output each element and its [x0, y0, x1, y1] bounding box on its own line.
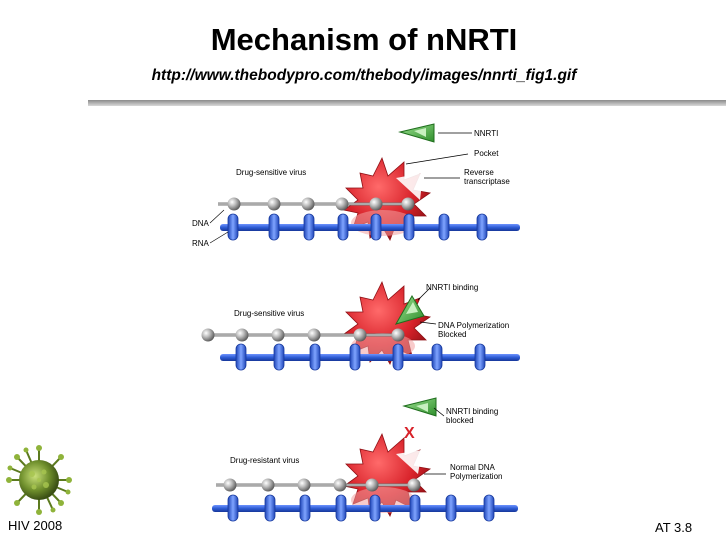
- dna-strand-beads: [201, 328, 405, 342]
- rna-strand: [212, 494, 518, 522]
- dna-strand-beads: [227, 197, 415, 211]
- nnrti-drug-icon: [398, 123, 435, 143]
- nnrti-mechanism-diagram: Drug-sensitive virus DNA RNA: [192, 123, 520, 522]
- panel-drug-sensitive-bound: Drug-sensitive virus NNRTI binding DNA P…: [201, 280, 520, 371]
- callout-nnrti-binding: NNRTI binding: [426, 283, 478, 292]
- slide-subtitle-url: http://www.thebodypro.com/thebody/images…: [151, 67, 577, 84]
- label-rna: RNA: [192, 239, 210, 248]
- callout-normal-poly-line2: Polymerization: [450, 472, 502, 481]
- rna-strand: [220, 343, 520, 371]
- footer-course-label: HIV 2008: [8, 518, 63, 533]
- callout-pocket: Pocket: [474, 149, 499, 158]
- label-dna: DNA: [192, 219, 210, 228]
- callout-poly-blocked-line2: Blocked: [438, 330, 466, 339]
- title-divider: [88, 100, 726, 106]
- callout-poly-blocked-line1: DNA Polymerization: [438, 321, 509, 330]
- panel2-virus-label: Drug-sensitive virus: [234, 309, 304, 318]
- panel3-virus-label: Drug-resistant virus: [230, 456, 299, 465]
- panel1-virus-label: Drug-sensitive virus: [236, 168, 306, 177]
- callout-nnrti: NNRTI: [474, 129, 498, 138]
- callout-normal-poly-line1: Normal DNA: [450, 463, 496, 472]
- callout-rt-line1: Reverse: [464, 168, 494, 177]
- panel-drug-sensitive-unbound: Drug-sensitive virus DNA RNA: [192, 123, 520, 248]
- panel-drug-resistant: X Drug-resistant virus: [212, 397, 518, 522]
- callout-rt-line2: transcriptase: [464, 177, 510, 186]
- blocked-x-mark: X: [404, 425, 415, 442]
- virus-illustration: [6, 445, 72, 515]
- slide-title: Mechanism of nNRTI: [210, 22, 518, 57]
- dna-strand-beads: [223, 478, 421, 492]
- callout-binding-blocked-line1: NNRTI binding: [446, 407, 498, 416]
- rna-strand: [220, 213, 520, 241]
- footer-slide-number: AT 3.8: [655, 520, 693, 535]
- callout-binding-blocked-line2: blocked: [446, 416, 474, 425]
